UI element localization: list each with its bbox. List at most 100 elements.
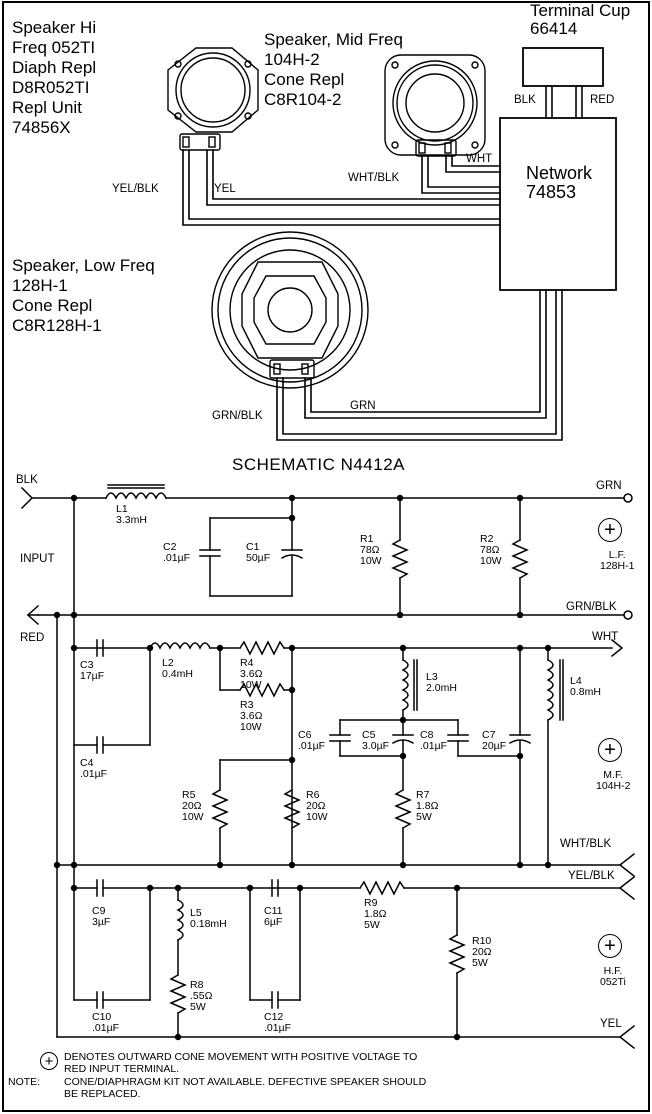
input-red-label: RED	[20, 632, 45, 644]
comp-value: 3.3mH	[116, 514, 147, 527]
comp-rating: 5W	[364, 919, 380, 932]
comp-rating: 5W	[416, 811, 432, 824]
hi-speaker-line: Repl Unit	[12, 98, 82, 117]
terminal-cup-label: Terminal Cup 66414	[530, 2, 630, 38]
comp-rating: 10W	[240, 721, 262, 734]
mid-speaker-line: 104H-2	[264, 50, 320, 69]
comp-rating: 10W	[306, 811, 328, 824]
comp-rating: 10W	[182, 811, 204, 824]
output-grn-blk-label: GRN/BLK	[566, 601, 617, 613]
comp-value: 0.8mH	[570, 686, 601, 699]
wire-label-blk-cup: BLK	[514, 94, 536, 106]
comp-id: C11	[264, 905, 283, 917]
comp-rating: 5W	[190, 1001, 206, 1014]
network-label: Network 74853	[526, 164, 592, 202]
R9-zigzag	[358, 880, 406, 896]
comp-value: 2.0mH	[426, 682, 457, 695]
comp-id: C8	[420, 729, 434, 741]
comp-id: R2	[480, 533, 494, 545]
comp-value: 1.8Ω	[416, 800, 439, 813]
network-title: Network	[526, 163, 593, 183]
comp-value: .01µF	[92, 1022, 120, 1035]
hi-speaker-line: Freq 052TI	[12, 38, 96, 57]
wire-yel	[206, 149, 501, 206]
comp-rating: 10W	[240, 679, 262, 692]
wire-label-wht: WHT	[466, 153, 493, 165]
comp-value: 3.6Ω	[240, 668, 263, 681]
R6-zigzag	[283, 788, 301, 830]
L3-coil	[401, 658, 409, 712]
schematic-title: SCHEMATIC N4412A	[232, 455, 406, 474]
comp-id: C7	[482, 729, 496, 741]
comp-value: 17µF	[80, 670, 105, 683]
comp-value: 20Ω	[472, 946, 492, 959]
wire-label-red-cup: RED	[590, 94, 615, 106]
comp-rating: 10W	[480, 555, 502, 568]
R2-zigzag	[511, 538, 529, 580]
comp-id: R3	[240, 699, 254, 711]
label-C2: C2.01µF	[163, 541, 191, 565]
wire-label-yel: YEL	[214, 183, 236, 195]
hi-freq-speaker	[167, 47, 259, 151]
output-wht-label: WHT	[592, 631, 619, 643]
comp-value: 78Ω	[360, 544, 380, 557]
comp-id: C5	[362, 729, 376, 741]
comp-rating: 5W	[472, 957, 488, 970]
mid-speaker-line: Speaker, Mid Freq	[264, 30, 403, 49]
terminal-cup-part: 66414	[530, 18, 578, 38]
R5-zigzag	[211, 788, 229, 830]
hf-polarity-icon: +	[598, 934, 622, 958]
comp-id: R4	[240, 657, 254, 669]
note-prefix: NOTE:	[8, 1076, 41, 1089]
comp-id: C1	[246, 541, 260, 553]
output-yel-blk-label: YEL/BLK	[568, 870, 615, 882]
comp-value: .55Ω	[190, 990, 213, 1003]
kit-note: NOTE: CONE/DIAPHRAGM KIT NOT AVAILABLE. …	[8, 1077, 644, 1100]
comp-rating: 10W	[360, 555, 382, 568]
output-grn-label: GRN	[596, 480, 622, 492]
label-C12: C12.01µF	[264, 1011, 291, 1034]
comp-value: .01µF	[298, 740, 326, 753]
comp-id: C3	[80, 659, 94, 671]
comp-id: R1	[360, 533, 374, 545]
wire-grn	[304, 289, 547, 419]
comp-id: L3	[426, 671, 438, 683]
wire-label-grn: GRN	[350, 400, 376, 412]
polarity-note: + DENOTES OUTWARD CONE MOVEMENT WITH POS…	[8, 1051, 644, 1075]
comp-id: R5	[182, 789, 196, 801]
comp-value: .01µF	[163, 552, 191, 565]
R4-zigzag	[238, 640, 286, 656]
network-part: 74853	[526, 181, 577, 202]
comp-id: C6	[298, 729, 312, 741]
output-wht-blk-label: WHT/BLK	[560, 838, 612, 850]
wire-label-grn-blk: GRN/BLK	[212, 410, 263, 422]
polarity-note-line: DENOTES OUTWARD CONE MOVEMENT WITH POSIT…	[64, 1051, 418, 1063]
comp-value: 78Ω	[480, 544, 500, 557]
comp-value: 20µF	[482, 740, 507, 753]
R1-zigzag	[391, 538, 409, 580]
R3-zigzag	[238, 682, 286, 698]
low-speaker-line: Cone Repl	[12, 296, 93, 315]
L4-coil	[546, 658, 554, 722]
hi-speaker-line: 74856X	[12, 118, 71, 137]
hf-group-label: H.F. 052Ti	[600, 965, 626, 988]
comp-id: R9	[364, 897, 378, 909]
wire-wht-blk	[421, 155, 501, 194]
mid-speaker-line: Cone Repl	[264, 70, 345, 89]
L1-coil	[104, 492, 168, 500]
comp-value: 6µF	[264, 916, 283, 929]
comp-value: 20Ω	[182, 800, 202, 813]
